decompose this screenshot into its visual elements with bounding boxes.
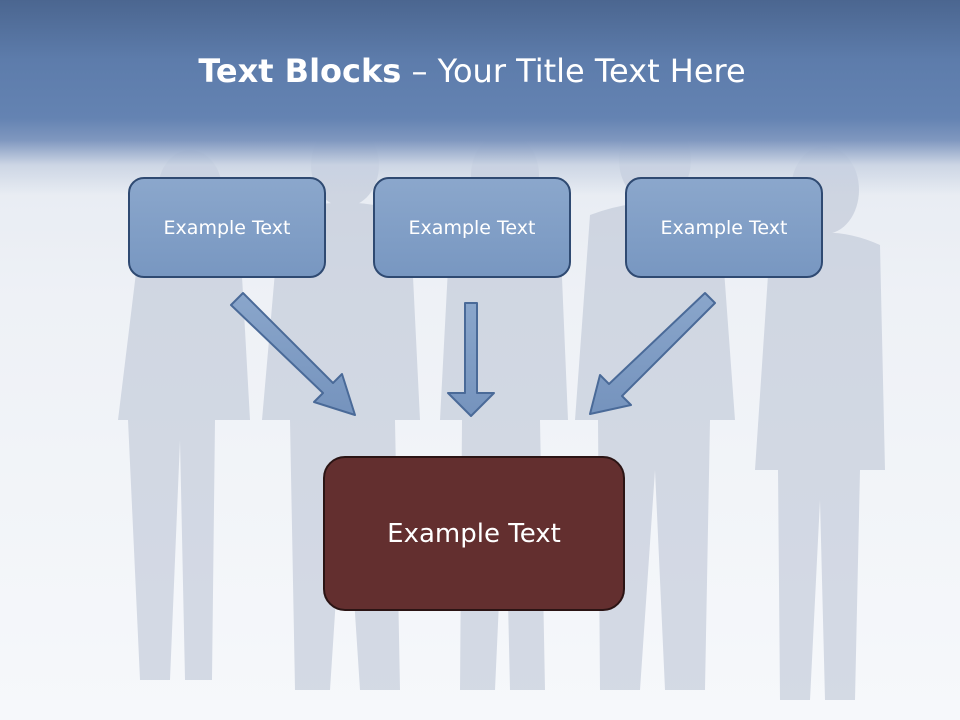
arrow-down	[447, 302, 495, 417]
title-dash: –	[401, 52, 438, 90]
text-box-bottom-label: Example Text	[387, 518, 561, 549]
text-box-right[interactable]: Example Text	[625, 177, 823, 278]
title-band	[0, 0, 960, 195]
title-rest: Your Title Text Here	[437, 52, 746, 90]
title-bold: Text Blocks	[198, 52, 402, 90]
page-title: Text Blocks – Your Title Text Here	[0, 52, 944, 90]
text-box-left-label: Example Text	[163, 216, 291, 239]
text-box-left[interactable]: Example Text	[128, 177, 326, 278]
arrow-right-down-left	[589, 292, 716, 415]
text-box-bottom[interactable]: Example Text	[323, 456, 625, 611]
text-box-middle[interactable]: Example Text	[373, 177, 571, 278]
text-box-right-label: Example Text	[660, 216, 788, 239]
arrow-left-down-right	[230, 292, 356, 416]
text-box-middle-label: Example Text	[408, 216, 536, 239]
